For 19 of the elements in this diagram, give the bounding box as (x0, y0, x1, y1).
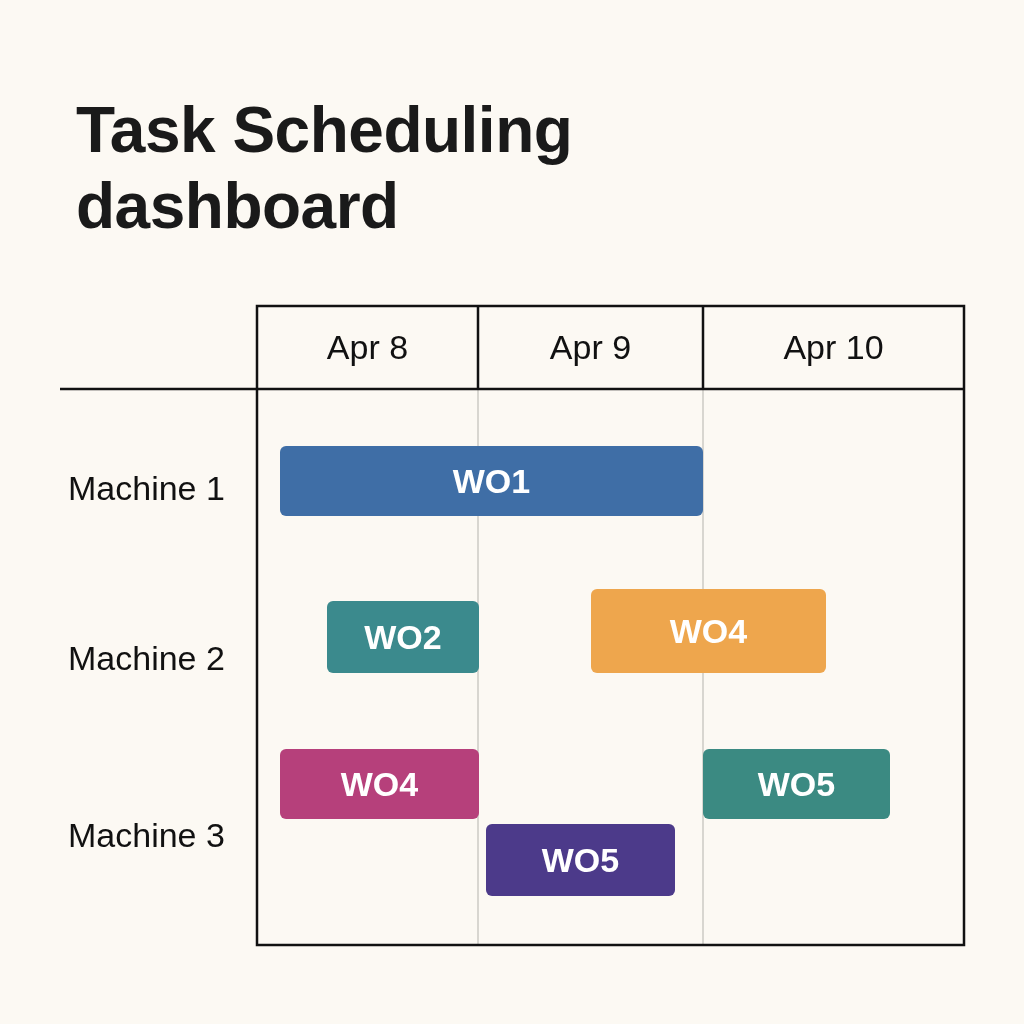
task-label: WO2 (364, 617, 442, 657)
task-bar (280, 749, 479, 819)
task-bar (591, 589, 826, 673)
task-bar (703, 749, 890, 819)
date-header: Apr 9 (549, 328, 632, 367)
title: Task Scheduling dashboard (76, 93, 574, 244)
task-label: WO5 (757, 764, 836, 804)
task-bar (280, 446, 703, 516)
task-label: WO1 (452, 461, 531, 501)
task-label: WO4 (340, 764, 419, 804)
task-bar (327, 601, 479, 673)
task-bar (486, 824, 675, 896)
row-label: Machine 3 (68, 815, 225, 855)
task-label: WO4 (669, 611, 748, 651)
date-header: Apr 8 (326, 328, 409, 367)
row-label: Machine 2 (68, 638, 225, 678)
task-label: WO5 (541, 840, 620, 880)
row-label: Machine 1 (68, 468, 225, 508)
date-header: Apr 10 (783, 328, 884, 367)
